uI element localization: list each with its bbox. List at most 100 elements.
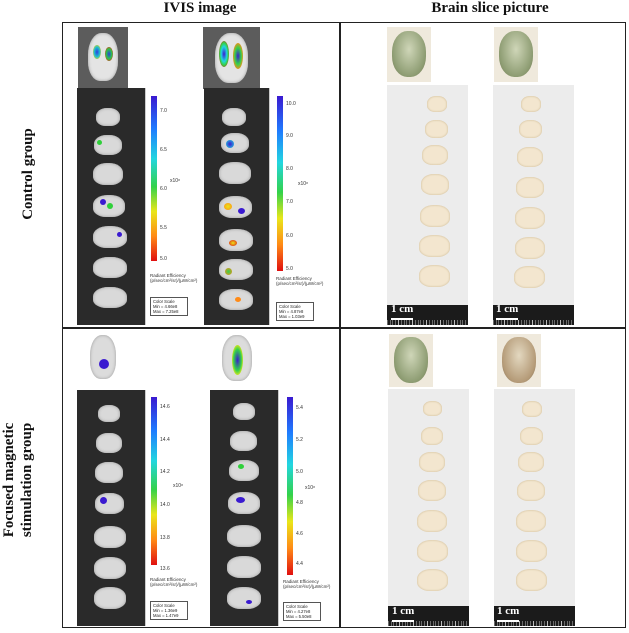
scale-bar — [497, 620, 519, 622]
ivis-colorbar-panel — [278, 390, 327, 626]
tissue-slice — [423, 401, 442, 416]
tissue-slice — [515, 207, 545, 229]
ivis-dorsal-image — [78, 27, 128, 88]
row-label-fms-line2: stimulation group — [19, 422, 35, 538]
brain-slice — [229, 460, 259, 481]
colorbar-tick: 6.0 — [286, 233, 293, 239]
tissue-slice — [417, 569, 448, 591]
colorbar-title-line: Radiant Efficiency — [276, 276, 312, 281]
tissue-slice — [516, 540, 547, 562]
tissue-slice — [418, 480, 446, 501]
fluorescence-spot — [100, 497, 107, 504]
brain-slice — [233, 403, 255, 420]
color-scale-title: Color Scale — [153, 299, 175, 304]
whole-brain — [392, 31, 426, 77]
brain-slice — [98, 405, 120, 422]
colorbar-tick: 4.8 — [296, 500, 303, 506]
tissue-slice — [425, 120, 448, 138]
whole-brain-photo — [494, 27, 538, 82]
color-scale-min: Min = 4.66e8 — [153, 304, 178, 309]
brain-slice — [93, 226, 127, 248]
fluorescence-spot — [238, 464, 244, 469]
brain-slice — [93, 257, 127, 278]
ruler — [493, 305, 574, 325]
colorbar-tick: 5.0 — [160, 256, 167, 262]
tissue-slice — [516, 510, 546, 532]
colorbar-tick: 13.6 — [160, 566, 170, 572]
tissue-slice — [517, 147, 543, 167]
brain-slice — [227, 556, 261, 578]
brain-slice — [227, 525, 261, 547]
colorbar-tick: 7.0 — [286, 199, 293, 205]
brain-slice — [227, 587, 261, 609]
brain-slice — [96, 433, 122, 453]
tissue-slice — [420, 205, 450, 227]
whole-brain-photo — [387, 27, 431, 82]
colorbar-tick: 14.4 — [160, 437, 170, 443]
colorbar — [277, 96, 283, 271]
colorbar-tick: 5.0 — [296, 469, 303, 475]
fluorescence-spot — [97, 140, 102, 145]
brain-slice — [94, 557, 126, 579]
colorbar-title-line: Radiant Efficiency — [150, 273, 186, 278]
fluorescence-spot — [100, 199, 106, 205]
fluorescence-spot — [232, 345, 243, 375]
colorbar-title: Radiant Efficiency (p/sec/cm²/sr)/(µW/cm… — [283, 579, 330, 589]
brain-slice — [94, 135, 122, 155]
colorbar-unit-line: (p/sec/cm²/sr)/(µW/cm²) — [276, 281, 324, 286]
colorbar-unit-line: (p/sec/cm²/sr)/(µW/cm²) — [150, 278, 198, 283]
colorbar-title: Radiant Efficiency (p/sec/cm²/sr)/(µW/cm… — [150, 577, 197, 587]
tissue-slice — [417, 540, 448, 562]
ruler-ticks — [493, 320, 574, 325]
colorbar-unit-line: (p/sec/cm²/sr)/(µW/cm²) — [283, 584, 331, 589]
color-scale-min: Min = 4.27e8 — [286, 609, 311, 614]
colorbar-tick: 4.4 — [296, 561, 303, 567]
tissue-slice — [518, 452, 544, 472]
colorbar-tick: 14.2 — [160, 469, 170, 475]
colorbar-unit-line: (p/sec/cm²/sr)/(µW/cm²) — [150, 582, 198, 587]
brain-slice — [219, 162, 251, 184]
tissue-slice — [522, 401, 542, 417]
colorbar-tick: 5.5 — [160, 225, 167, 231]
colorbar-title: Radiant Efficiency (p/sec/cm²/sr)/(µW/cm… — [276, 276, 323, 286]
brain-slice — [96, 108, 120, 126]
colorbar-tick: 5.2 — [296, 437, 303, 443]
ivis-dorsal-image — [78, 333, 128, 388]
scale-label: 1 cm — [391, 303, 414, 315]
color-scale-max: Max = 5.50e8 — [286, 614, 312, 619]
ruler — [387, 305, 468, 325]
colorbar-tick: 5.0 — [286, 266, 293, 272]
row-label-fms-line1: Focused magnetic — [1, 422, 17, 538]
tissue-slice — [419, 452, 445, 472]
colorbar-tick: 14.0 — [160, 502, 170, 508]
colorbar-tick: 13.8 — [160, 535, 170, 541]
fluorescence-spot — [235, 297, 241, 302]
column-divider — [339, 22, 341, 628]
tissue-slice — [516, 177, 544, 198]
fluorescence-spot — [225, 268, 232, 275]
fluorescence-spot — [105, 47, 113, 61]
tissue-slice — [516, 569, 547, 591]
figure-grid — [62, 22, 626, 628]
tissue-slice — [517, 480, 545, 501]
colorbar-exponent: x10⁸ — [298, 181, 309, 187]
brain-slice — [228, 492, 260, 514]
colorbar — [151, 397, 157, 565]
fluorescence-spot — [233, 43, 243, 69]
brain-slice — [222, 108, 246, 126]
colorbar-exponent: x10⁸ — [173, 483, 184, 489]
row-label-control: Control group — [20, 128, 36, 220]
color-scale-box: Color Scale Min = 4.66e8 Max = 7.25e8 — [150, 297, 188, 316]
ivis-dorsal-image — [203, 27, 260, 89]
brain-slice — [230, 431, 257, 451]
colorbar-tick: 6.5 — [160, 147, 167, 153]
colorbar-tick: 14.6 — [160, 404, 170, 410]
scale-label: 1 cm — [497, 605, 520, 617]
color-scale-min: Min = 1.36e9 — [153, 608, 178, 613]
colorbar-tick: 4.6 — [296, 531, 303, 537]
colorbar-tick: 9.0 — [286, 133, 293, 139]
tissue-slice — [519, 120, 542, 138]
dorsal-brain-shape — [90, 335, 116, 379]
color-scale-box: Color Scale Min = 4.87e8 Max = 1.03e9 — [276, 302, 314, 321]
scale-bar — [391, 318, 413, 320]
